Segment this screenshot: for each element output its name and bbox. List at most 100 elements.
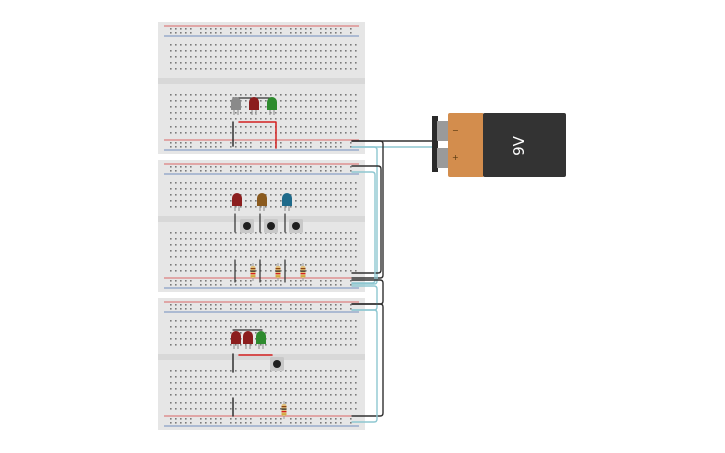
rail-jumper-black-1[interactable]: [351, 140, 384, 279]
terminal-hole: [355, 326, 357, 328]
terminal-hole: [215, 408, 217, 410]
terminal-hole: [325, 332, 327, 334]
pushbutton-middle-2[interactable]: [264, 219, 278, 233]
rail-hole: [320, 142, 322, 144]
rail-hole: [275, 418, 277, 420]
led-top-1[interactable]: [231, 97, 241, 115]
terminal-hole: [195, 112, 197, 114]
rail-hole: [170, 146, 172, 148]
led-middle-3[interactable]: [282, 193, 292, 211]
terminal-hole: [355, 206, 357, 208]
rail-hole: [295, 170, 297, 172]
rail-jumper-teal-2[interactable]: [351, 171, 376, 284]
terminal-hole: [205, 206, 207, 208]
terminal-hole: [230, 338, 232, 340]
rail-hole: [300, 418, 302, 420]
rail-hole: [250, 170, 252, 172]
terminal-hole: [335, 206, 337, 208]
terminal-hole: [195, 244, 197, 246]
terminal-hole: [170, 94, 172, 96]
resistor-middle-2[interactable]: [275, 263, 281, 281]
terminal-hole: [205, 388, 207, 390]
terminal-hole: [220, 376, 222, 378]
rail-hole: [260, 284, 262, 286]
terminal-hole: [295, 182, 297, 184]
resistor-band: [275, 273, 281, 275]
terminal-hole: [245, 382, 247, 384]
led-middle-2[interactable]: [257, 193, 267, 211]
rail-hole: [340, 32, 342, 34]
led-middle-1[interactable]: [232, 193, 242, 211]
rail-hole: [275, 284, 277, 286]
terminal-hole: [220, 320, 222, 322]
terminal-hole: [280, 62, 282, 64]
terminal-hole: [215, 320, 217, 322]
rail-hole: [220, 280, 222, 282]
terminal-hole: [210, 100, 212, 102]
terminal-hole: [335, 44, 337, 46]
rail-hole: [215, 304, 217, 306]
terminal-hole: [240, 250, 242, 252]
terminal-hole: [275, 118, 277, 120]
terminal-hole: [295, 256, 297, 258]
terminal-hole: [280, 270, 282, 272]
resistor-middle-3[interactable]: [300, 263, 306, 281]
terminal-hole: [185, 232, 187, 234]
terminal-hole: [330, 200, 332, 202]
rail-hole: [350, 284, 352, 286]
terminal-hole: [300, 332, 302, 334]
terminal-hole: [320, 402, 322, 404]
terminal-hole: [195, 394, 197, 396]
terminal-hole: [235, 44, 237, 46]
rail-hole: [305, 28, 307, 30]
rail-hole: [200, 304, 202, 306]
rail-jumper-black-2[interactable]: [351, 165, 382, 274]
pushbutton-middle-1[interactable]: [240, 219, 254, 233]
terminal-hole: [340, 68, 342, 70]
pushbutton-bottom-1[interactable]: [270, 357, 284, 371]
resistor-bottom-1[interactable]: [281, 401, 287, 419]
terminal-hole: [320, 244, 322, 246]
led-top-3[interactable]: [267, 97, 277, 115]
terminal-hole: [185, 394, 187, 396]
terminal-hole: [185, 382, 187, 384]
breadboard-bottom[interactable]: [158, 298, 365, 430]
terminal-hole: [215, 264, 217, 266]
rail-hole: [205, 418, 207, 420]
terminal-hole: [240, 264, 242, 266]
terminal-hole: [200, 238, 202, 240]
terminal-hole: [190, 376, 192, 378]
terminal-hole: [335, 62, 337, 64]
led-bottom-2[interactable]: [243, 331, 253, 349]
wire-red-top[interactable]: [238, 121, 277, 149]
rail-jumper-teal-1[interactable]: [351, 146, 378, 285]
terminal-hole: [350, 62, 352, 64]
breadboard-top[interactable]: [158, 22, 365, 154]
battery-9v[interactable]: − + 9V: [432, 113, 566, 177]
rail-jumper-black-4[interactable]: [351, 303, 384, 417]
rail-hole: [220, 28, 222, 30]
breadboard-middle[interactable]: [158, 160, 365, 292]
resistor-middle-1[interactable]: [250, 263, 256, 281]
battery-snap-connector[interactable]: [432, 116, 438, 172]
rail-hole: [210, 32, 212, 34]
battery-terminal-minus[interactable]: [437, 121, 449, 141]
terminal-hole: [180, 100, 182, 102]
terminal-hole: [310, 338, 312, 340]
terminal-hole: [280, 50, 282, 52]
terminal-hole: [345, 332, 347, 334]
pushbutton-middle-3[interactable]: [289, 219, 303, 233]
led-bottom-1[interactable]: [231, 331, 241, 349]
terminal-hole: [300, 394, 302, 396]
terminal-hole: [235, 370, 237, 372]
terminal-hole: [175, 62, 177, 64]
terminal-hole: [280, 382, 282, 384]
terminal-hole: [285, 326, 287, 328]
rail-jumper-teal-4[interactable]: [351, 309, 378, 423]
battery-terminal-plus[interactable]: [437, 148, 449, 168]
terminal-hole: [220, 126, 222, 128]
terminal-hole: [200, 270, 202, 272]
led-bottom-3[interactable]: [256, 331, 266, 349]
led-top-2[interactable]: [249, 97, 259, 115]
